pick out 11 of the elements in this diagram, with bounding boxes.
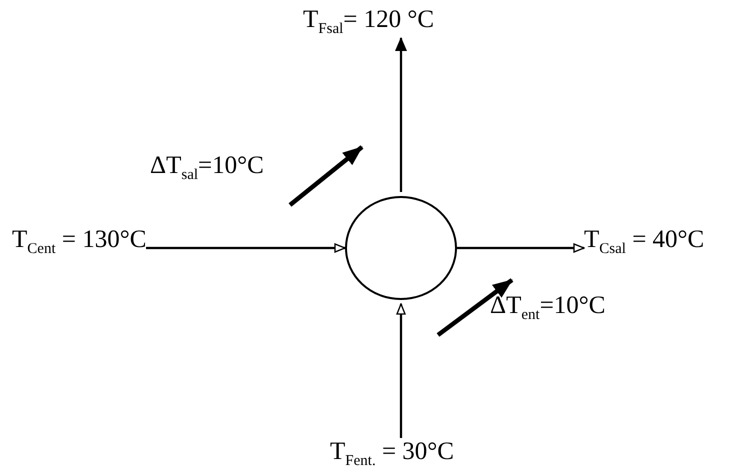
flow-arrow (396, 303, 406, 438)
temperature-label: T$_{Fsal}$= 120 °C (303, 6, 434, 38)
temperature-difference-label: ΔT$_{sal}$=10°C (150, 152, 264, 184)
flow-arrow (146, 243, 346, 253)
flow-arrow (395, 37, 407, 192)
temperature-label: T$_{Csal}$ = 40°C (584, 226, 704, 258)
temperature-label: T$_{Fent.}$ = 30°C (330, 438, 454, 470)
temperature-difference-label: ΔT$_{ent}$=10°C (490, 292, 606, 324)
vessel-circle (345, 196, 457, 300)
flow-arrow (457, 243, 585, 253)
temperature-label: T$_{Cent}$ = 130°C (12, 226, 146, 258)
